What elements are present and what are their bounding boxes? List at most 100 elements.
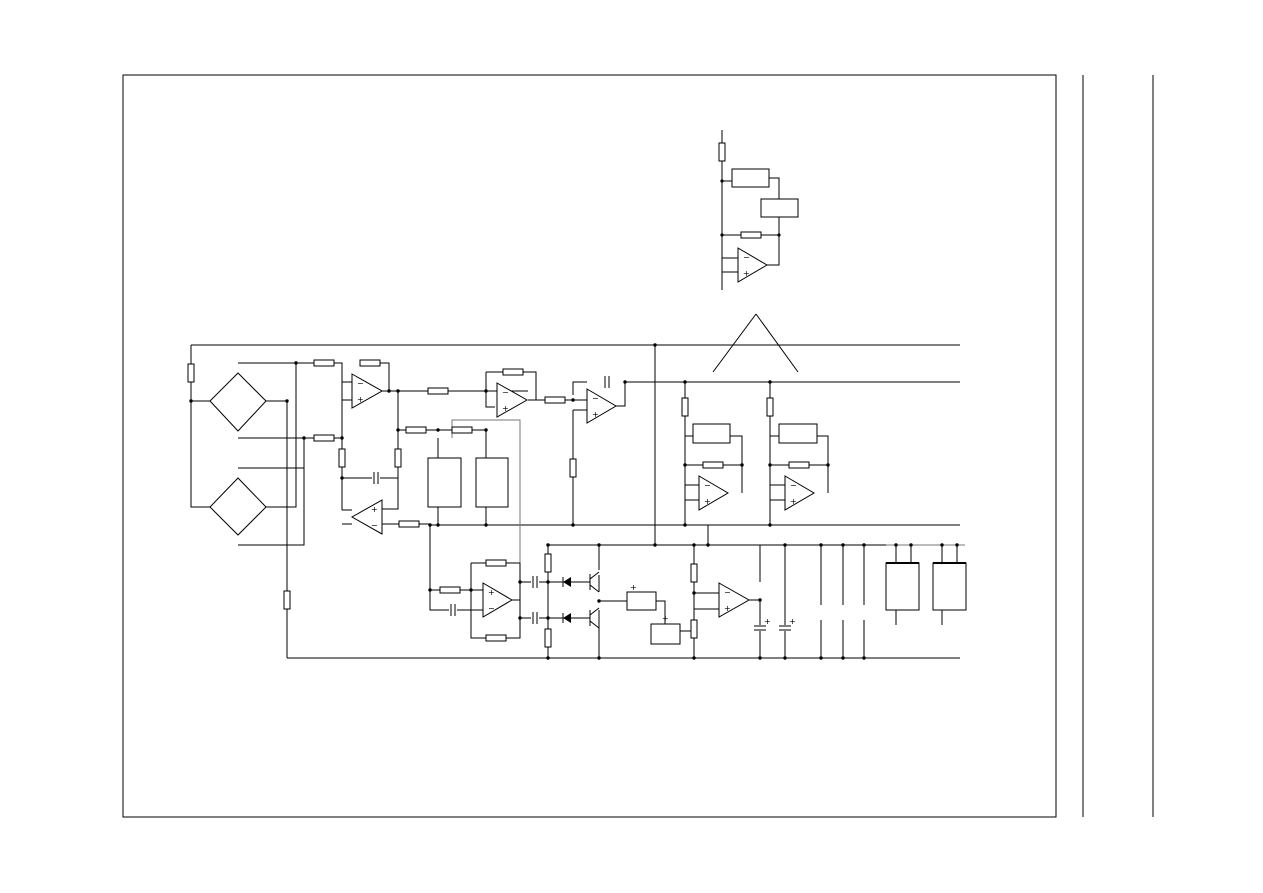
junction-dot-icon xyxy=(436,523,440,527)
block-rectangle-icon xyxy=(778,423,818,444)
junction-dot-icon xyxy=(285,399,289,403)
block-rectangle-icon xyxy=(932,562,967,611)
svg-text:+: + xyxy=(724,604,731,613)
capacitor-icon xyxy=(449,603,457,617)
resistor-icon xyxy=(187,363,195,383)
junction-dot-icon xyxy=(597,656,601,660)
resistor-icon xyxy=(788,461,810,469)
svg-text:−: − xyxy=(743,253,750,262)
sensor-bridge-icon xyxy=(209,477,267,536)
junction-dot-icon xyxy=(819,656,823,660)
resistor-icon xyxy=(439,586,461,594)
resistor-icon xyxy=(766,397,774,417)
junction-dot-icon xyxy=(909,543,913,547)
junction-dot-icon xyxy=(894,543,898,547)
svg-text:+: + xyxy=(764,617,771,626)
junction-dot-icon xyxy=(518,616,522,620)
block-rectangle-icon xyxy=(475,457,509,508)
junction-dot-icon xyxy=(546,543,550,547)
junction-dot-icon xyxy=(768,380,772,384)
junction-dot-icon xyxy=(597,543,601,547)
resistor-icon xyxy=(359,359,381,367)
junction-dot-icon xyxy=(546,656,550,660)
block-rectangle-icon xyxy=(427,457,462,508)
resistor-icon xyxy=(681,397,689,417)
resistor-icon xyxy=(569,458,577,478)
junction-dot-icon xyxy=(841,656,845,660)
junction-dot-icon xyxy=(189,399,193,403)
junction-dot-icon xyxy=(546,580,550,584)
junction-dot-icon xyxy=(683,380,687,384)
junction-dot-icon xyxy=(692,591,696,595)
resistor-icon xyxy=(313,434,335,442)
junction-dot-icon xyxy=(768,523,772,527)
junction-dot-icon xyxy=(826,463,830,467)
op-amp-triangle-icon: −+ xyxy=(586,388,617,424)
polarity-mark-icon: + xyxy=(662,614,669,623)
junction-dot-icon xyxy=(653,543,657,547)
resistor-icon xyxy=(405,426,427,434)
op-amp-triangle-icon: −+ xyxy=(718,582,751,618)
capacitor-icon xyxy=(372,471,380,485)
junction-dot-icon xyxy=(758,598,762,602)
svg-text:−: − xyxy=(592,394,599,403)
junction-dot-icon xyxy=(428,523,432,527)
op-amp-triangle-icon: −+ xyxy=(698,475,729,511)
capacitor-icon xyxy=(603,375,611,389)
svg-text:−: − xyxy=(502,388,509,397)
svg-text:−: − xyxy=(724,588,731,597)
capacitor-icon xyxy=(531,575,539,589)
detail-inset xyxy=(712,130,799,373)
op-amp-triangle-icon: −+ xyxy=(496,382,529,418)
block-rectangle-icon xyxy=(731,168,770,188)
junction-dot-icon xyxy=(955,543,959,547)
transistor-icon xyxy=(589,571,600,593)
op-amp-triangle-icon: −+ xyxy=(737,247,768,283)
junction-dot-icon xyxy=(484,428,488,432)
capacitor-icon xyxy=(531,611,539,625)
junction-dot-icon xyxy=(340,476,344,480)
resistor-icon xyxy=(702,461,724,469)
op-amp-triangle-icon: +− xyxy=(350,499,383,535)
resistor-icon xyxy=(485,634,507,642)
junction-dot-icon xyxy=(683,463,687,467)
svg-text:+: + xyxy=(502,404,509,413)
junction-dot-icon xyxy=(302,436,306,440)
junction-dot-icon xyxy=(692,543,696,547)
junction-dot-icon xyxy=(740,463,744,467)
resistor-icon xyxy=(544,396,566,404)
svg-text:−: − xyxy=(790,481,797,490)
junction-dot-icon xyxy=(396,428,400,432)
junction-dot-icon xyxy=(571,523,575,527)
junction-dot-icon xyxy=(692,656,696,660)
junction-dot-icon xyxy=(783,543,787,547)
junction-dot-icon xyxy=(469,588,473,592)
block-rectangle-icon xyxy=(626,591,657,611)
junction-dot-icon xyxy=(862,656,866,660)
svg-text:+: + xyxy=(789,617,796,626)
junction-dot-icon xyxy=(819,543,823,547)
svg-text:+: + xyxy=(371,505,378,514)
resistor-icon xyxy=(718,142,726,162)
resistor-icon xyxy=(338,448,346,468)
svg-text:−: − xyxy=(371,521,378,530)
svg-text:+: + xyxy=(488,588,495,597)
svg-text:+: + xyxy=(592,410,599,419)
resistor-icon xyxy=(485,559,507,567)
svg-text:+: + xyxy=(704,497,711,506)
junction-dot-icon xyxy=(597,599,601,603)
block-rectangle-icon xyxy=(692,423,731,444)
block-rectangle-icon xyxy=(885,562,920,611)
junction-dot-icon xyxy=(571,398,575,402)
junction-dot-icon xyxy=(436,428,440,432)
sensor-bridge-icon xyxy=(209,372,267,432)
junction-dot-icon xyxy=(428,588,432,592)
svg-text:−: − xyxy=(704,481,711,490)
capacitor-icon: + xyxy=(753,617,771,631)
svg-text:+: + xyxy=(790,497,797,506)
svg-text:−: − xyxy=(357,379,364,388)
diode-icon xyxy=(562,613,571,623)
junction-dot-icon xyxy=(862,543,866,547)
junction-dot-icon xyxy=(484,389,488,393)
junction-dot-icon xyxy=(340,436,344,440)
